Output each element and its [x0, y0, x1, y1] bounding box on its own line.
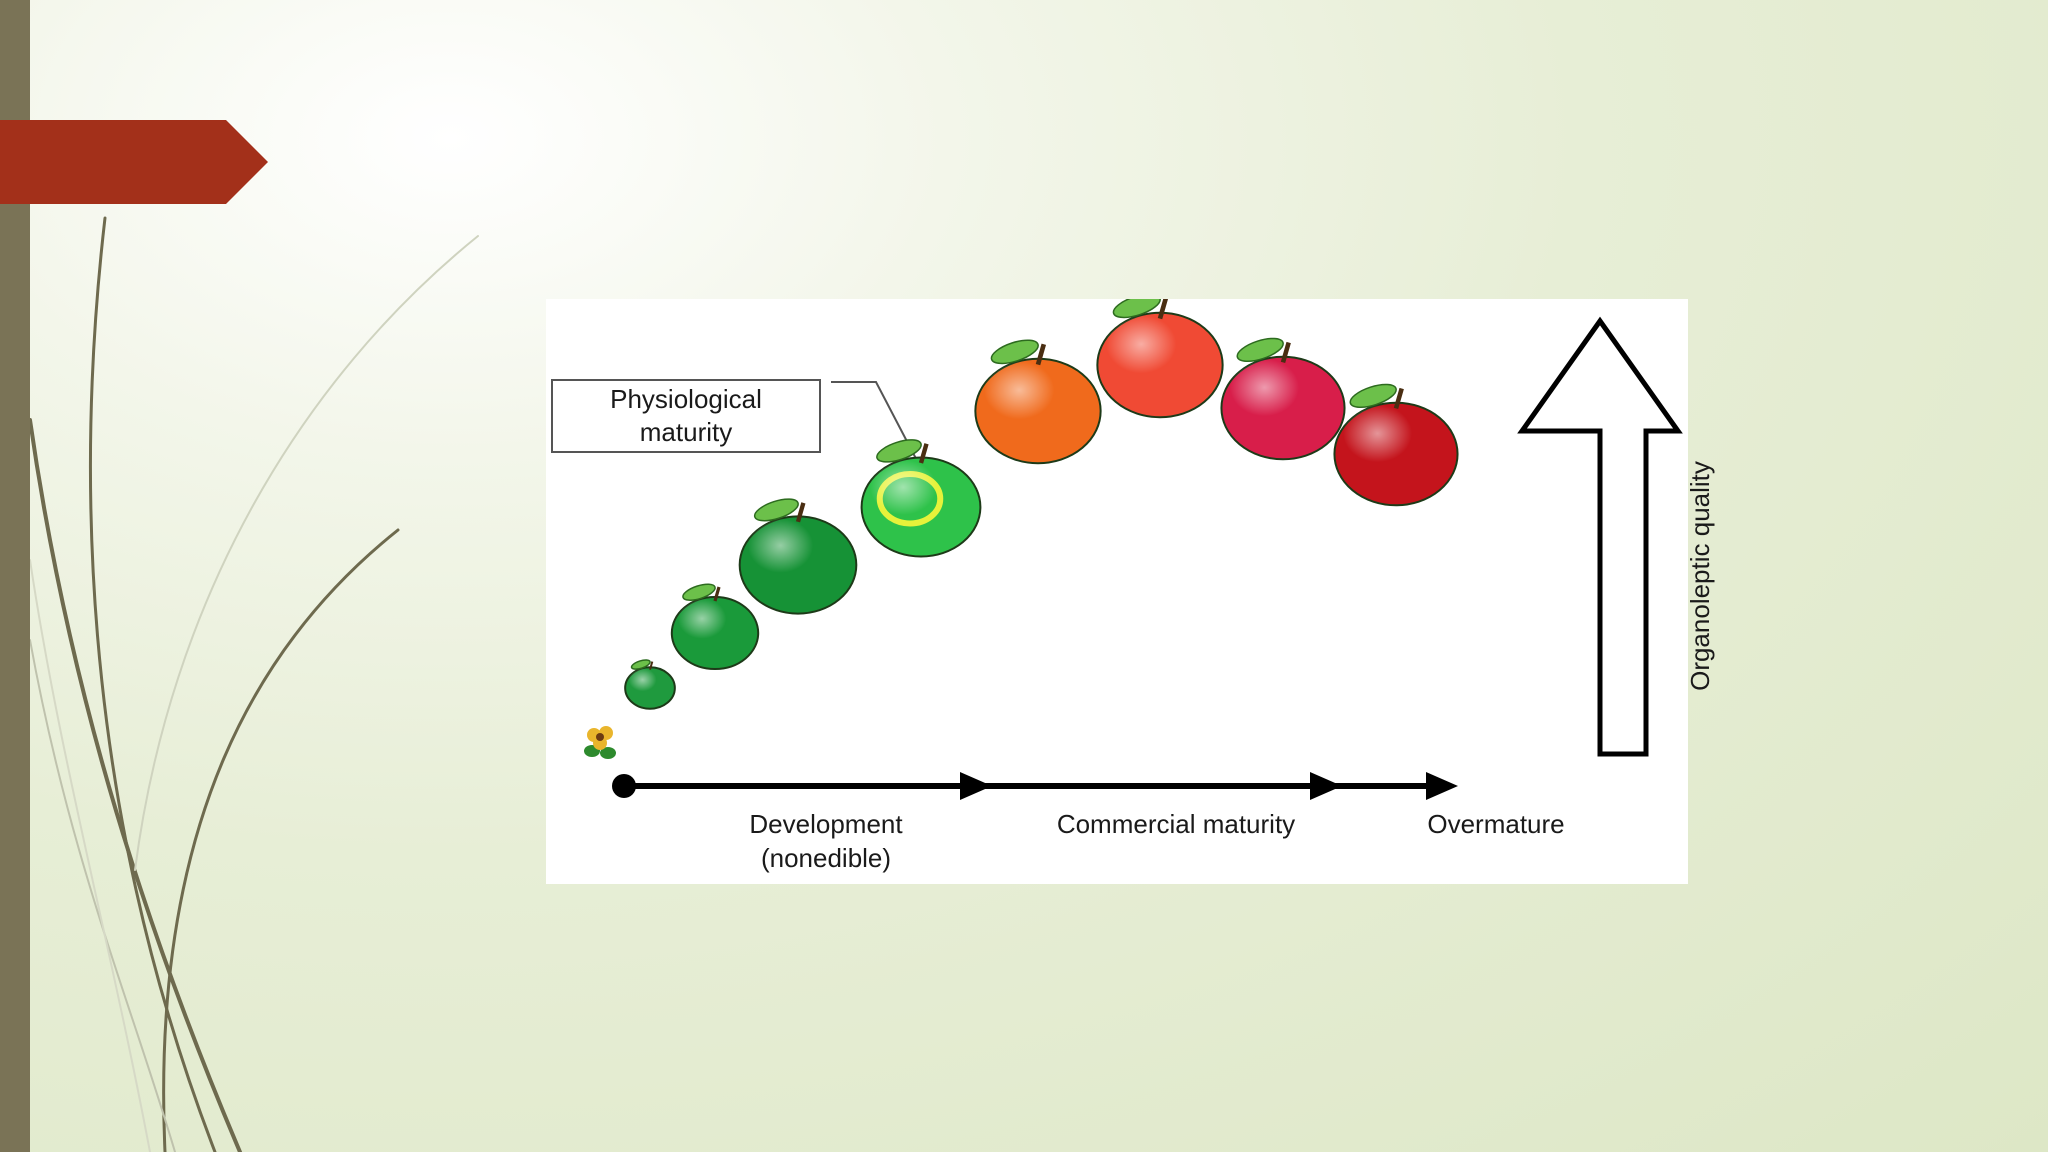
- apple-icon: [670, 583, 760, 670]
- apple-icon: [1096, 299, 1224, 419]
- apple-icon: [738, 498, 858, 615]
- fruit-maturity-diagram: Physiological maturity Development (none…: [546, 299, 1715, 884]
- quality-arrow: [1517, 316, 1683, 757]
- diagram-graphics: [584, 299, 1683, 800]
- apple-icon: [974, 339, 1102, 465]
- apple-icon: [860, 439, 982, 558]
- stage-label-development: Development (nonedible): [749, 809, 903, 873]
- stage-label-overmature: Overmature: [1427, 809, 1565, 839]
- physiological-maturity-callout: Physiological maturity: [551, 379, 821, 453]
- flower-icon: [584, 726, 616, 759]
- organoleptic-quality-label: Organoleptic quality: [1685, 461, 1715, 691]
- apple-icon: [1220, 337, 1346, 461]
- title-tab-shape: [0, 120, 268, 204]
- decorative-fronds: [28, 216, 479, 1152]
- apple-icon: [624, 659, 676, 710]
- apple-icon: [1333, 383, 1459, 507]
- timeline-axis: [612, 772, 1458, 800]
- stage-label-commercial-maturity: Commercial maturity: [1056, 809, 1296, 839]
